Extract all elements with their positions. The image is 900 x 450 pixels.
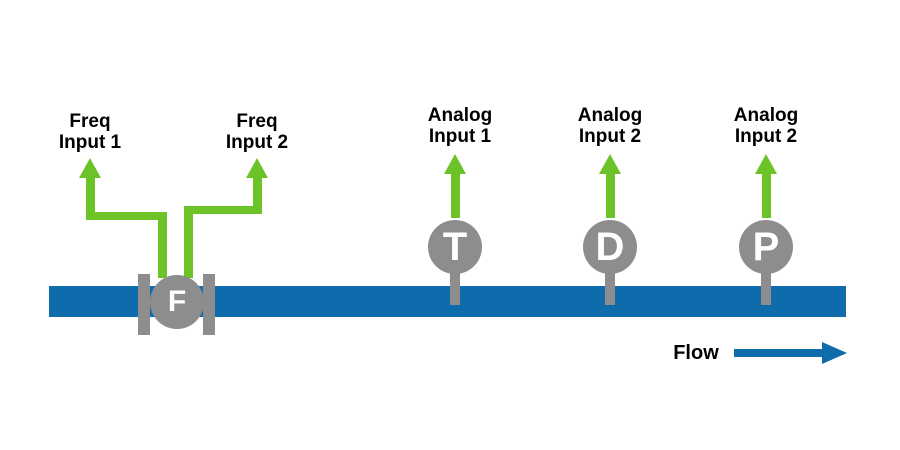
flow-direction-arrow-shaft	[734, 349, 822, 357]
flow-direction-arrow-icon	[822, 342, 847, 364]
sensor-p-circle: P	[739, 220, 793, 274]
analog-input-3-line1: Analog	[733, 105, 799, 126]
sensor-d-stem	[605, 258, 615, 305]
analog-input-1-label: Analog Input 1	[390, 105, 530, 147]
signal-line-meter-left	[158, 212, 167, 278]
signal-line-freq2-horizontal	[184, 206, 262, 214]
analog-input-1-line1: Analog	[427, 105, 493, 126]
analog-input-3-label: Analog Input 2	[696, 105, 836, 147]
sensor-t-letter: T	[442, 225, 468, 269]
freq-input-1-line1: Freq	[69, 111, 111, 132]
sensor-p-letter: P	[752, 225, 780, 269]
meter-flange-right	[203, 274, 215, 335]
analog-input-1-line2: Input 1	[428, 126, 492, 147]
sensor-t-circle: T	[428, 220, 482, 274]
signal-line-analog1-shaft	[451, 172, 460, 218]
signal-line-analog3-shaft	[762, 172, 771, 218]
freq-input-1-line2: Input 1	[58, 132, 122, 153]
signal-line-freq1-shaft	[86, 176, 95, 220]
sensor-p-stem	[761, 258, 771, 305]
freq-input-2-line1: Freq	[236, 111, 278, 132]
signal-line-analog2-shaft	[606, 172, 615, 218]
sensor-t-stem	[450, 258, 460, 305]
signal-line-freq1-horizontal	[86, 212, 167, 220]
freq1-up-arrow-icon	[79, 158, 101, 178]
analog-input-2-line1: Analog	[577, 105, 643, 126]
signal-line-meter-right	[184, 206, 193, 278]
freq-input-2-label: Freq Input 2	[187, 111, 327, 153]
freq-input-2-line2: Input 2	[225, 132, 289, 153]
analog-input-2-line2: Input 2	[578, 126, 642, 147]
sensor-d-circle: D	[583, 220, 637, 274]
meter-flange-left	[138, 274, 150, 335]
signal-line-freq2-shaft	[253, 176, 262, 214]
analog-input-3-line2: Input 2	[734, 126, 798, 147]
flow-label: Flow	[673, 342, 719, 364]
analog-input-2-label: Analog Input 2	[540, 105, 680, 147]
flow-meter-letter: F	[167, 285, 187, 318]
freq-input-1-label: Freq Input 1	[20, 111, 160, 153]
analog1-up-arrow-icon	[444, 154, 466, 174]
flow-meter-circle: F	[150, 275, 204, 329]
sensor-d-letter: D	[595, 225, 625, 269]
freq2-up-arrow-icon	[246, 158, 268, 178]
analog2-up-arrow-icon	[599, 154, 621, 174]
analog3-up-arrow-icon	[755, 154, 777, 174]
